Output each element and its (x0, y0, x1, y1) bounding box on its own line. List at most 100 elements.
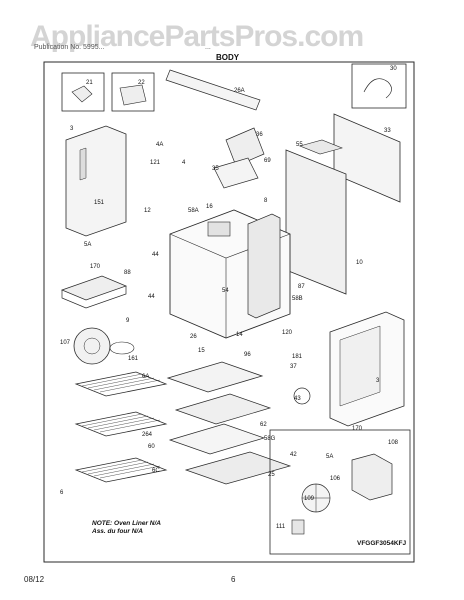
callout-21: 21 (86, 80, 93, 86)
callout-5a: 5A (84, 242, 91, 248)
callout-58g: 58G (264, 436, 276, 442)
part-151-shape (79, 147, 87, 181)
part-43-marker (293, 387, 311, 405)
part-107-hub (83, 337, 101, 355)
callout-108: 108 (388, 440, 399, 446)
callout-264: 264 (142, 432, 153, 438)
callout-4a: 4A (156, 142, 163, 148)
callout-44: 44 (148, 294, 155, 300)
callout-62: 62 (260, 422, 267, 428)
part-109-blade-lines (302, 484, 330, 512)
part-3-door-window (339, 325, 381, 407)
part-107-fan (73, 327, 111, 365)
part-16-shape (207, 221, 231, 237)
part-10-burner (61, 275, 127, 301)
callout-44: 44 (152, 252, 159, 258)
callout-170: 170 (352, 426, 363, 432)
callout-88: 88 (124, 270, 131, 276)
callout-181: 181 (292, 354, 303, 360)
page-number: 6 (231, 575, 236, 584)
callout-12: 12 (144, 208, 151, 214)
callout-161: 161 (128, 356, 139, 362)
part-21-shape (71, 85, 93, 103)
part-box-30 (351, 63, 407, 109)
callout-111: 111 (276, 524, 286, 530)
part-box-108 (269, 429, 411, 555)
callout-6a: 6A (142, 374, 149, 380)
callout-170: 170 (90, 264, 101, 270)
callout-42: 42 (290, 452, 297, 458)
callout-120: 120 (282, 330, 293, 336)
callout-22: 22 (138, 80, 145, 86)
callout-43: 43 (294, 396, 301, 402)
part-62-tray (174, 393, 272, 425)
part-30-wire (363, 78, 392, 99)
publication-header-right: ... (205, 44, 211, 51)
part-10-burner-side (61, 286, 127, 309)
part-111-shape (291, 519, 305, 535)
callout-14: 14 (236, 332, 243, 338)
callout-layer: 21 22 26A 30 3 4A 3 6 33 55 121 4 35 69 151 8 12 58A 16 5A 1… (60, 66, 399, 530)
callout-6: 6 (60, 490, 64, 496)
diagram-frame (43, 61, 415, 563)
note-line-2: Ass. du four N/A (92, 528, 143, 535)
part-35-duct (213, 157, 259, 189)
note-line-1: NOTE: Oven Liner N/A (92, 520, 161, 527)
callout-55: 55 (296, 142, 303, 148)
part-6-rack-wires (81, 459, 161, 479)
callout-8: 8 (264, 198, 268, 204)
part-6a-rack-wires (81, 373, 161, 393)
callout-3: 3 (70, 126, 74, 132)
part-3-left-panel (65, 125, 127, 237)
callout-35: 35 (212, 166, 219, 172)
callout-26a: 26A (234, 88, 245, 94)
part-6d-rack (74, 411, 168, 437)
callout-15: 15 (198, 348, 205, 354)
callout-33: 33 (384, 128, 391, 134)
callout-6c: 6C (152, 468, 160, 474)
callout-106: 106 (330, 476, 341, 482)
callout-60: 60 (148, 444, 155, 450)
callout-87: 87 (298, 284, 305, 290)
part-36-vent (225, 127, 265, 167)
part-108-motor (351, 453, 393, 501)
callout-3: 3 (376, 378, 380, 384)
callout-9: 9 (126, 318, 130, 324)
part-6-rack (74, 457, 168, 483)
part-9-ring (109, 341, 135, 355)
part-58b-insulation (247, 213, 281, 319)
callout-54: 54 (222, 288, 229, 294)
callout-96: 96 (244, 352, 251, 358)
part-42-panel (184, 451, 292, 485)
part-22-shape (119, 84, 147, 106)
callout-25: 25 (268, 472, 275, 478)
callout-16: 16 (206, 204, 213, 210)
publication-header: Publication No. 5995... (34, 44, 105, 51)
callout-69: 69 (264, 158, 271, 164)
callout-37: 37 (290, 364, 297, 370)
footer-date: 08/12 (24, 575, 45, 584)
callout-109: 109 (304, 496, 315, 502)
callout-121: 121 (150, 160, 161, 166)
callout-26: 26 (190, 334, 197, 340)
part-oven-bottom (166, 361, 264, 393)
oven-liner-note: NOTE: Oven Liner N/A Ass. du four N/A (92, 520, 161, 536)
callout-151: 151 (94, 200, 105, 206)
part-26a-shape (165, 69, 261, 111)
part-33-back-panel (333, 113, 401, 203)
part-6d-rack-wires (81, 413, 161, 433)
callout-30: 30 (390, 66, 397, 72)
section-title: BODY (216, 53, 240, 62)
watermark-logo: AppliancePartsPros.com (30, 20, 364, 53)
part-55-rear-wall (285, 149, 347, 295)
callout-107: 107 (60, 340, 71, 346)
part-6a-rack (74, 371, 168, 397)
callout-4: 4 (182, 160, 186, 166)
part-55-shape (299, 139, 343, 155)
part-58g-insulation (168, 423, 266, 455)
callout-5a: 5A (326, 454, 333, 460)
callout-58a: 58A (188, 208, 199, 214)
model-code: VFGGF3054KFJ (357, 540, 407, 547)
callout-10: 10 (356, 260, 363, 266)
